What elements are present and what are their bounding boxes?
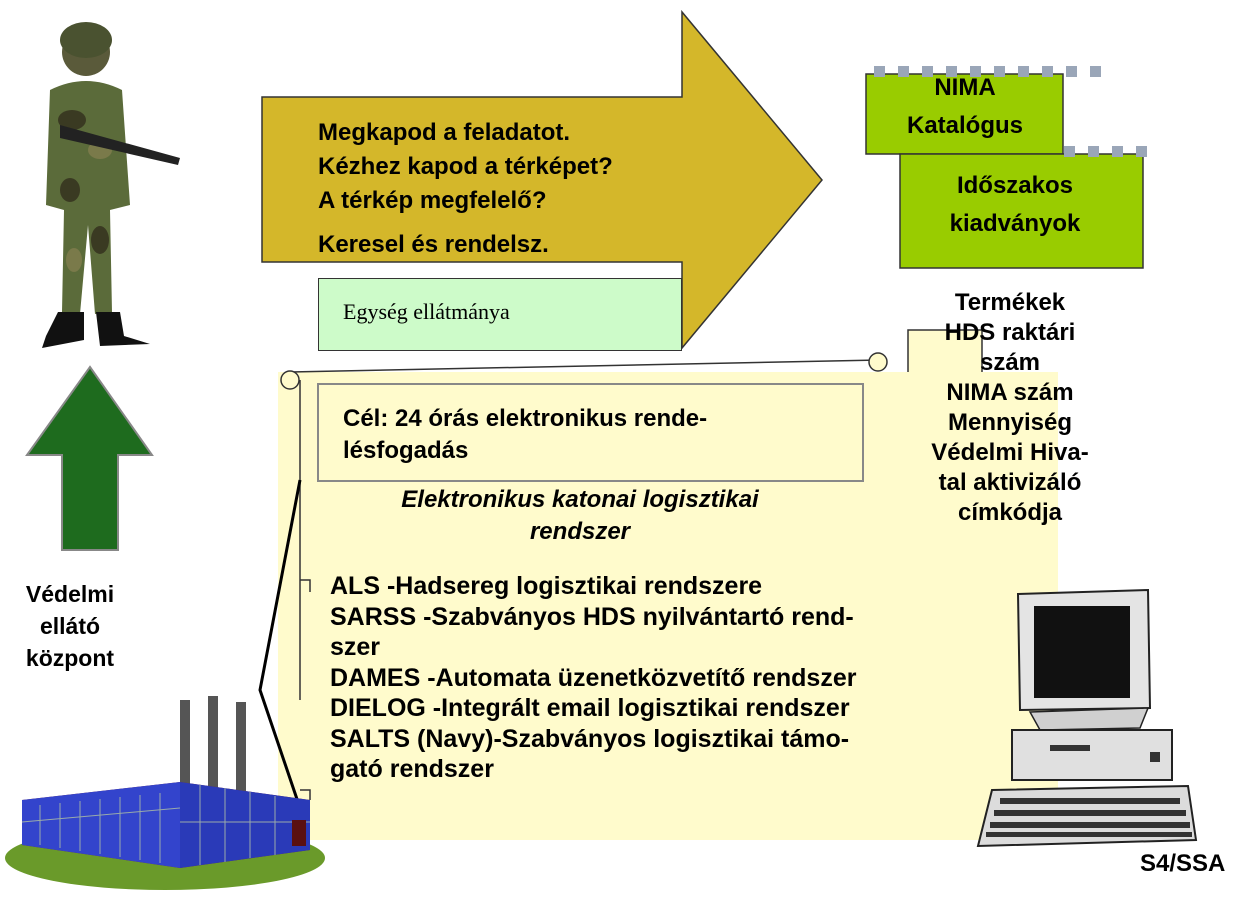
systems-line: DIELOG -Integrált email logisztikai rend… [330,694,850,722]
systems-line: szer [330,633,381,661]
periodicals-line-1: Időszakos [956,172,1074,199]
systems-line: SARSS -Szabványos HDS nyilvántartó rend- [330,602,854,631]
arrow-text-line-1: Megkapod a feladatot. [318,119,571,146]
arrow-text-line-4: Keresel és rendelsz. [318,231,549,258]
computer-icon [976,588,1198,848]
arrow-text-line-3: A térkép megfelelő? [318,187,547,214]
goal-line-1: Cél: 24 órás elektronikus rende- [343,405,708,432]
nima-catalog-card [865,66,1101,155]
systems-list: ALS -Hadsereg logisztikai rendszere SARS… [330,571,1010,785]
products-line: szám [979,349,1041,376]
catalog-line-1: NIMA [934,74,996,101]
system-title-line-1: Elektronikus katonai logisztikai [401,486,759,513]
depot-label-line-2: ellátó [39,613,101,639]
unit-supply-box: Egység ellátmánya [318,278,682,351]
products-line: Termékek [954,289,1066,316]
depot-label: Védelmi ellátó központ [0,578,140,674]
soldier-figure [42,22,180,348]
arrow-text-line-2: Kézhez kapod a térképet? [318,153,613,180]
big-right-arrow [261,9,823,351]
products-line: NIMA szám [946,379,1074,406]
systems-line: SALTS (Navy)-Szabványos logisztikai támo… [330,724,850,753]
depot-label-line-3: központ [25,645,115,671]
factory-icon [5,696,325,890]
products-line: Mennyiség [947,409,1073,436]
depot-label-line-1: Védelmi [25,581,115,607]
products-list: Termékek HDS raktári szám NIMA szám Menn… [910,288,1110,528]
system-title-line-2: rendszer [529,518,631,545]
periodicals-card [899,146,1147,269]
periodicals-line-2: kiadványok [949,210,1081,237]
system-title: Elektronikus katonai logisztikai rendsze… [330,484,830,548]
goal-box [317,383,864,482]
systems-line: gató rendszer [330,755,494,783]
products-line: címkódja [957,499,1063,526]
goal-line-2: lésfogadás [343,437,469,464]
unit-supply-label: Egység ellátmánya [343,299,510,324]
products-line: HDS raktári [944,319,1076,346]
catalog-line-2: Katalógus [906,112,1023,139]
products-line: Védelmi Hiva- [931,439,1089,466]
terminal-label: S4/SSA [1140,850,1226,877]
systems-line: ALS -Hadsereg logisztikai rendszere [330,572,763,600]
products-line: tal aktivizáló [938,469,1082,496]
systems-line: DAMES -Automata üzenetközvetítő rendszer [330,663,857,692]
up-arrow [25,365,154,551]
